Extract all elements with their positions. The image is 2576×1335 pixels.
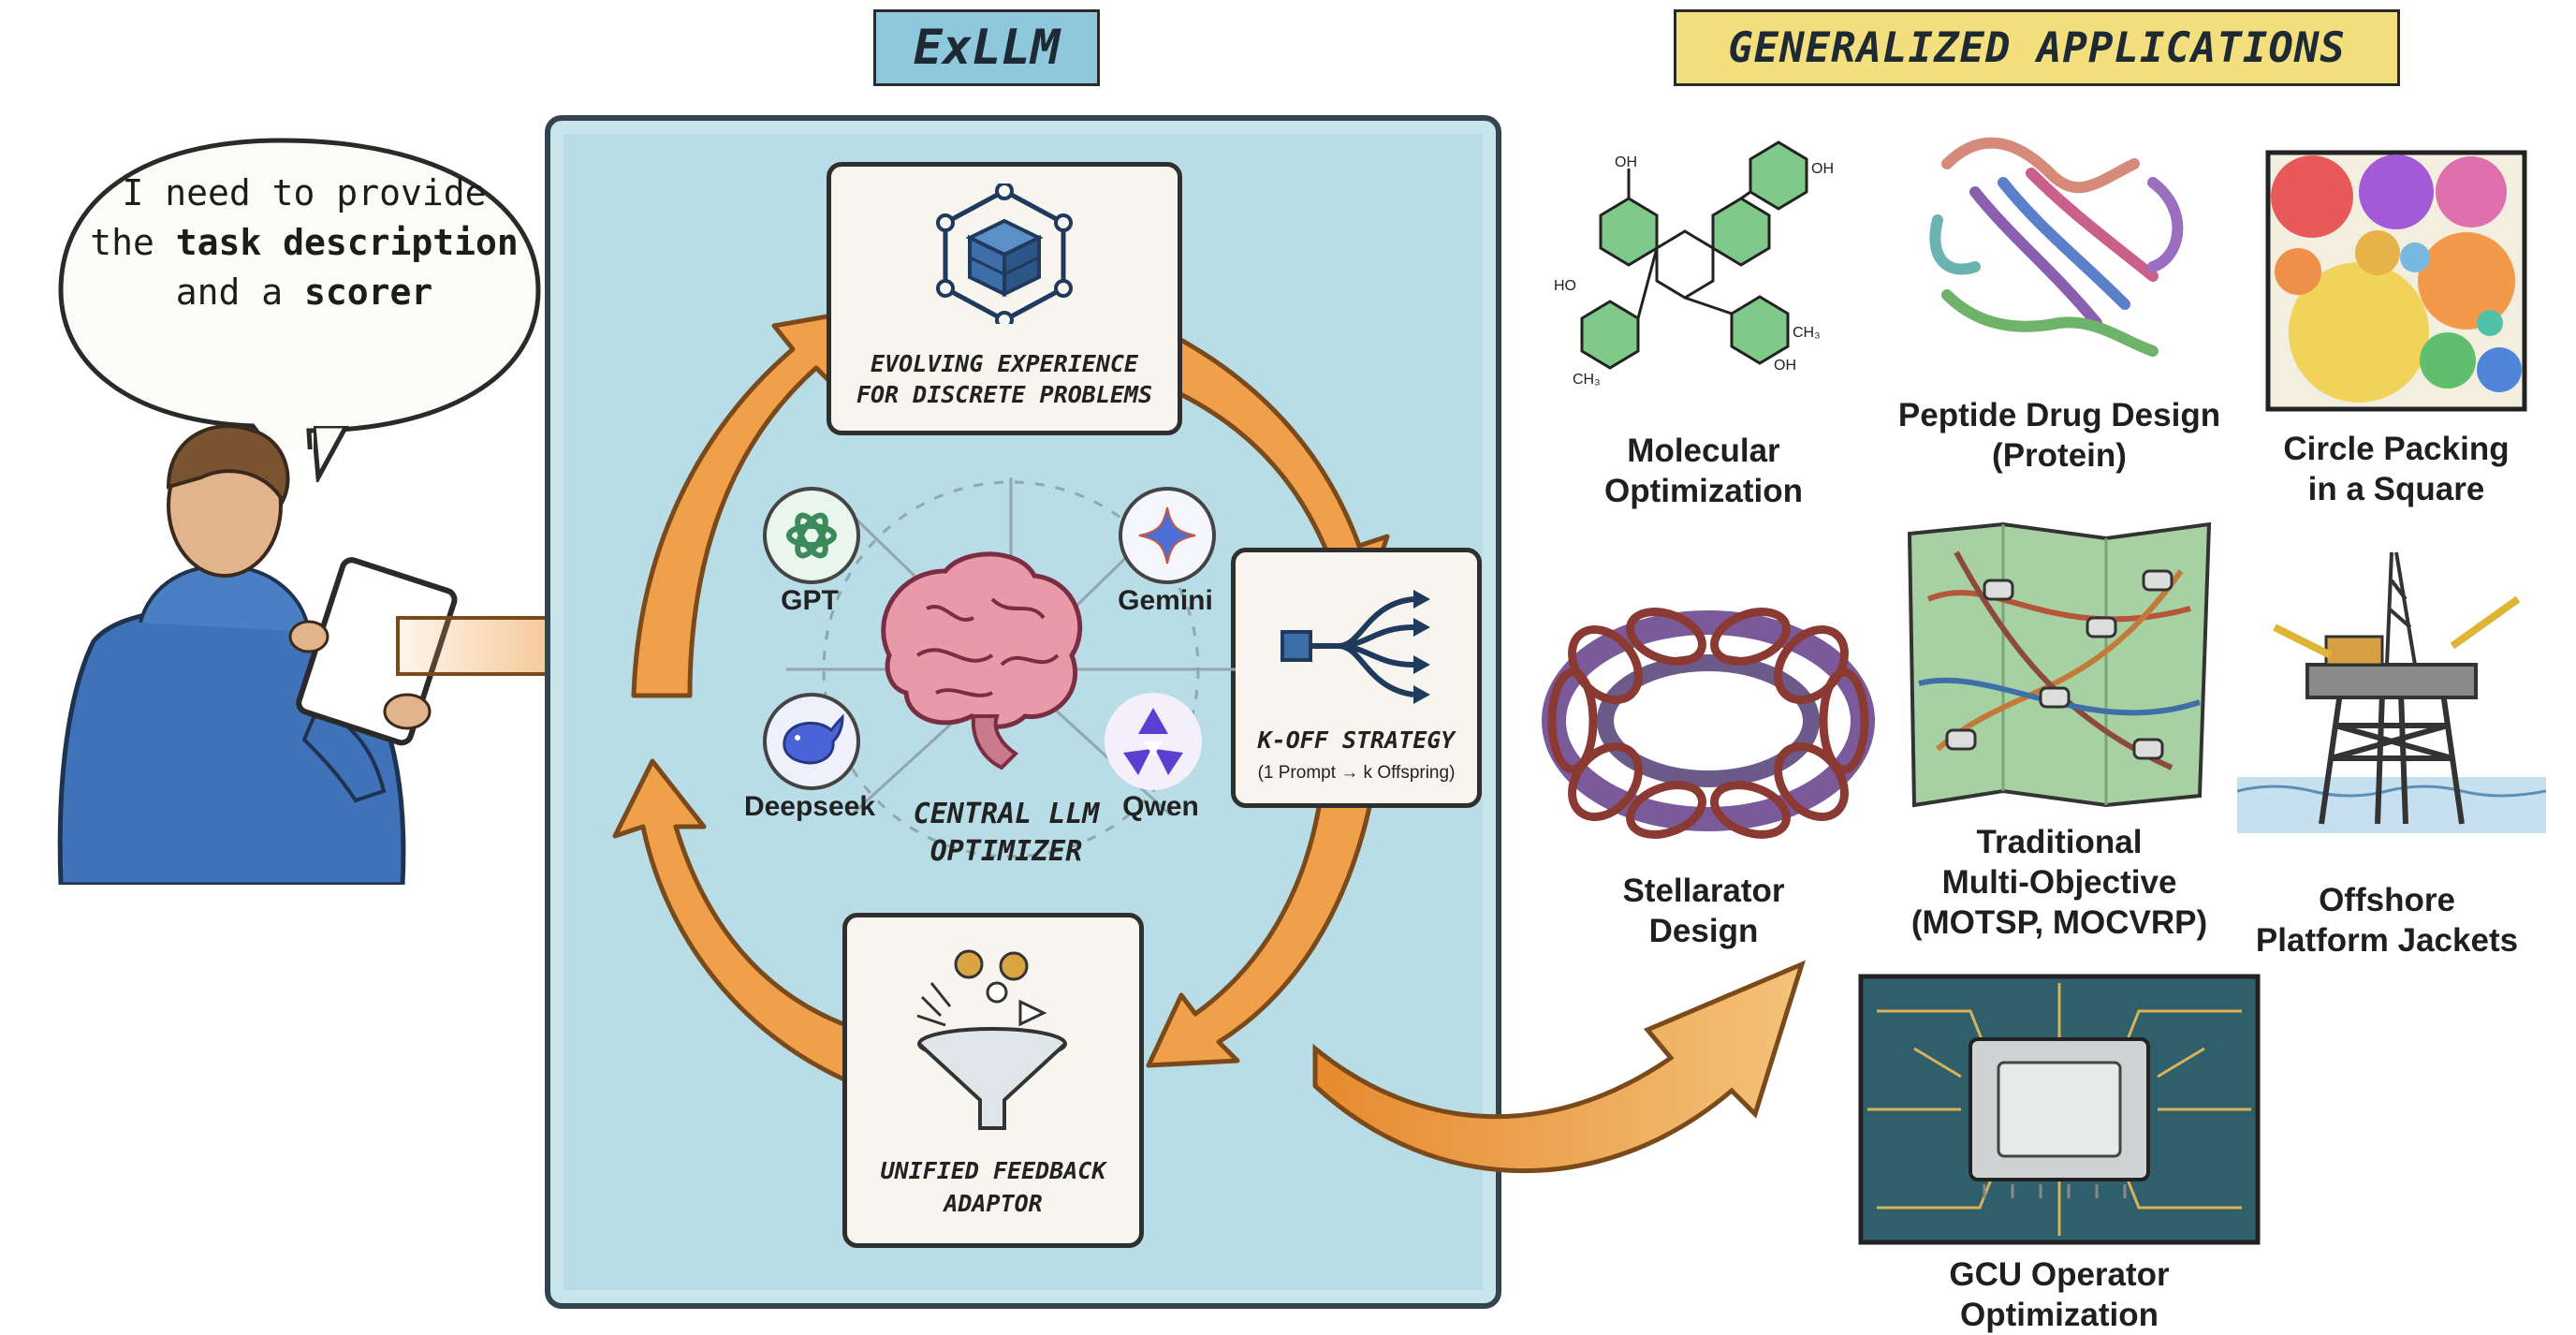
protein-icon	[1929, 137, 2184, 357]
llm-label-gemini: Gemini	[1118, 585, 1213, 616]
svg-text:OH: OH	[1774, 358, 1796, 374]
svg-text:OH: OH	[1811, 161, 1834, 177]
speech-task-description: task description	[175, 222, 519, 263]
speech-line-3-prefix: and a	[175, 271, 304, 313]
speech-line-2-prefix: the	[90, 222, 176, 263]
speech-bubble	[58, 138, 541, 449]
cube-network-icon	[936, 183, 1073, 324]
cycle-arrows	[612, 309, 1390, 1082]
user-person-icon	[57, 424, 458, 885]
speech-bubble-text: I need to provide the task description a…	[84, 169, 524, 317]
k-off-strategy-label: K-OFF STRATEGY	[1257, 726, 1456, 754]
app-circle-packing-line1: Circle Packing	[2283, 431, 2510, 467]
applications-title-tag: GENERALIZED APPLICATIONS	[1674, 9, 2400, 86]
svg-text:OH: OH	[1615, 154, 1637, 170]
app-circle-packing-line2: in a Square	[2307, 471, 2485, 507]
offshore-platform-icon	[2237, 551, 2546, 833]
app-multi-objective: Traditional Multi-Objective (MOTSP, MOCV…	[1872, 822, 2247, 943]
k-off-strategy-sublabel: (1 Prompt → k Offspring)	[1257, 763, 1456, 783]
speech-line-1: I need to provide	[122, 172, 487, 213]
app-gcu-line1: GCU Operator	[1949, 1256, 2170, 1293]
app-gcu-operator: GCU Operator Optimization	[1872, 1254, 2247, 1335]
app-multi-objective-line2: Multi-Objective	[1941, 864, 2177, 901]
exllm-title-tag: ExLLM	[873, 9, 1100, 86]
unified-feedback-card: UNIFIED FEEDBACK ADAPTOR	[842, 913, 1144, 1248]
k-off-strategy-card: K-OFF STRATEGY (1 Prompt → k Offspring)	[1231, 548, 1482, 808]
funnel-icon	[916, 949, 1067, 1130]
stellarator-icon	[1542, 608, 1875, 839]
circle-packing-icon	[2265, 150, 2527, 412]
brain-icon	[881, 551, 1083, 770]
speech-bubble-tail	[314, 426, 349, 482]
central-llm-label-2: OPTIMIZER	[929, 835, 1083, 868]
unified-feedback-label-1: UNIFIED FEEDBACK	[880, 1157, 1106, 1184]
app-multi-objective-line1: Traditional	[1976, 824, 2143, 860]
app-stellarator-line1: Stellarator	[1622, 873, 1785, 909]
deepseek-whale-icon	[763, 693, 860, 790]
llm-label-gpt: GPT	[781, 585, 839, 616]
app-circle-packing: Circle Packing in a Square	[2247, 429, 2546, 509]
evolving-experience-card: EVOLVING EXPERIENCE FOR DISCRETE PROBLEM…	[827, 162, 1182, 435]
app-peptide-line1: Peptide Drug Design	[1897, 397, 2221, 433]
qwen-icon	[1105, 693, 1202, 790]
chip-icon	[1858, 974, 2261, 1245]
central-llm-label: CENTRAL LLM OPTIMIZER	[847, 796, 1165, 871]
app-multi-objective-line3: (MOTSP, MOCVRP)	[1910, 904, 2208, 941]
central-llm-label-1: CENTRAL LLM	[913, 798, 1100, 830]
app-peptide-line2: (Protein)	[1992, 437, 2127, 474]
llm-label-qwen: Qwen	[1122, 791, 1199, 822]
svg-text:CH₃: CH₃	[1573, 372, 1601, 388]
evolving-experience-label-1: EVOLVING EXPERIENCE	[871, 350, 1138, 377]
app-molecular-line2: Optimization	[1604, 473, 1803, 509]
app-molecular-line1: Molecular	[1627, 433, 1780, 469]
app-stellarator-line2: Design	[1648, 913, 1759, 949]
speech-scorer: scorer	[304, 271, 433, 313]
unified-feedback-label-2: ADAPTOR	[944, 1190, 1043, 1217]
evolving-experience-label-2: FOR DISCRETE PROBLEMS	[856, 381, 1153, 408]
svg-text:HO: HO	[1554, 278, 1576, 294]
app-offshore-platform: Offshore Platform Jackets	[2228, 880, 2546, 961]
app-molecular-optimization: Molecular Optimization	[1544, 431, 1863, 511]
app-gcu-line2: Optimization	[1960, 1297, 2159, 1333]
svg-text:CH₃: CH₃	[1793, 325, 1821, 341]
llm-label-deepseek: Deepseek	[743, 791, 876, 822]
molecule-icon: OH HO CH₃ OH OH CH₃	[1554, 140, 1834, 388]
app-offshore-line2: Platform Jackets	[2255, 922, 2519, 959]
app-peptide-drug-design: Peptide Drug Design (Protein)	[1872, 395, 2247, 476]
branching-arrows-icon	[1281, 590, 1430, 704]
openai-icon	[763, 487, 860, 584]
output-arrow	[1312, 960, 1806, 1174]
app-offshore-line1: Offshore	[2319, 882, 2455, 918]
route-map-icon	[1907, 521, 2212, 808]
gemini-star-icon	[1119, 487, 1216, 584]
app-stellarator-design: Stellarator Design	[1544, 871, 1863, 951]
